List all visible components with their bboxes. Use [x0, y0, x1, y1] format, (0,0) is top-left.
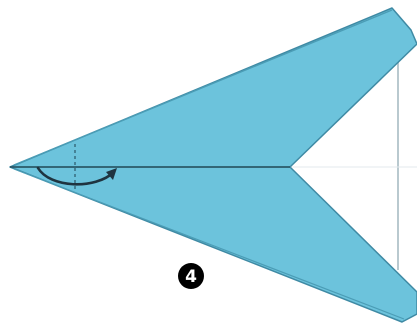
step-number: 4 [185, 267, 197, 287]
paper-plane-shape [10, 8, 417, 322]
step-badge: 4 [178, 263, 204, 289]
